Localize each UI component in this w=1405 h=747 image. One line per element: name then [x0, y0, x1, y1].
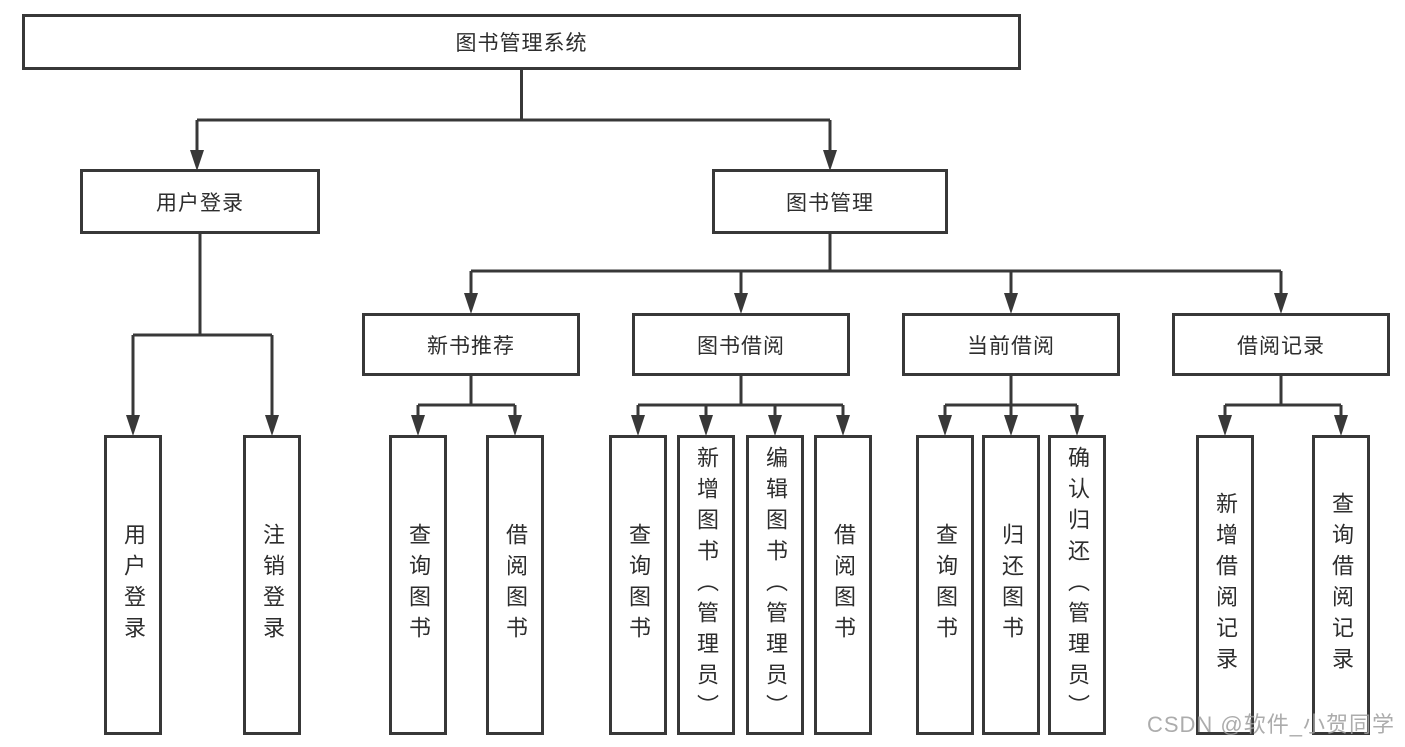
node-current-borrow: 当前借阅: [902, 313, 1120, 376]
leaf-query-books-current-label: 查询图书: [933, 523, 958, 647]
leaf-logout-label: 注销登录: [260, 523, 285, 647]
node-root-label: 图书管理系统: [455, 32, 588, 55]
leaf-return-books: 归还图书: [982, 435, 1040, 735]
leaf-logout: 注销登录: [243, 435, 301, 735]
node-book-borrow: 图书借阅: [632, 313, 850, 376]
node-book-borrow-label: 图书借阅: [697, 334, 785, 358]
leaf-add-books-admin: 新增图书（管理员）: [677, 435, 735, 735]
leaf-borrow-books-recommend: 借阅图书: [486, 435, 544, 735]
leaf-confirm-return-admin: 确认归还（管理员）: [1048, 435, 1106, 735]
node-book-management: 图书管理: [712, 169, 948, 234]
node-current-borrow-label: 当前借阅: [967, 334, 1055, 358]
node-new-book-recommend: 新书推荐: [362, 313, 580, 376]
node-borrow-record-label: 借阅记录: [1237, 334, 1325, 358]
leaf-query-books-recommend: 查询图书: [389, 435, 447, 735]
node-user-login: 用户登录: [80, 169, 320, 234]
node-root: 图书管理系统: [22, 14, 1021, 70]
leaf-query-books-current: 查询图书: [916, 435, 974, 735]
leaf-query-books-borrow-label: 查询图书: [626, 523, 651, 647]
leaf-user-login: 用户登录: [104, 435, 162, 735]
leaf-add-borrow-record: 新增借阅记录: [1196, 435, 1254, 735]
leaf-edit-books-admin-label: 编辑图书（管理员）: [763, 445, 788, 725]
leaf-borrow-books-label: 借阅图书: [831, 523, 856, 647]
leaf-return-books-label: 归还图书: [999, 523, 1024, 647]
node-new-book-recommend-label: 新书推荐: [427, 334, 515, 358]
leaf-add-borrow-record-label: 新增借阅记录: [1213, 492, 1238, 678]
leaf-edit-books-admin: 编辑图书（管理员）: [746, 435, 804, 735]
watermark-text: CSDN @软件_小贺同学: [1146, 712, 1395, 737]
node-borrow-record: 借阅记录: [1172, 313, 1390, 376]
leaf-borrow-books: 借阅图书: [814, 435, 872, 735]
leaf-add-books-admin-label: 新增图书（管理员）: [694, 445, 719, 725]
leaf-borrow-books-recommend-label: 借阅图书: [503, 523, 528, 647]
leaf-query-borrow-record: 查询借阅记录: [1312, 435, 1370, 735]
leaf-confirm-return-admin-label: 确认归还（管理员）: [1065, 445, 1090, 725]
leaf-query-books-recommend-label: 查询图书: [406, 523, 431, 647]
node-book-management-label: 图书管理: [786, 191, 874, 215]
leaf-query-books-borrow: 查询图书: [609, 435, 667, 735]
leaf-query-borrow-record-label: 查询借阅记录: [1329, 492, 1354, 678]
node-user-login-label: 用户登录: [156, 191, 244, 215]
leaf-user-login-label: 用户登录: [121, 523, 146, 647]
